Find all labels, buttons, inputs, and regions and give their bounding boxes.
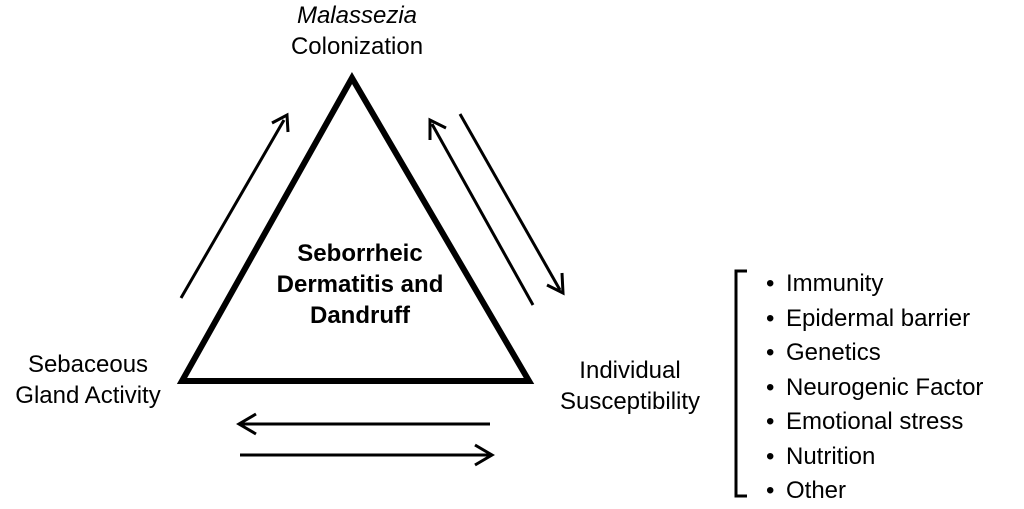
node-malassezia-colonization: Malassezia Colonization [232,0,482,62]
factor-item: Neurogenic Factor [766,371,983,406]
node-sebaceous-line2: Gland Activity [15,382,161,409]
arrow-susceptibility-to-malassezia [428,117,535,306]
factor-item: Emotional stress [766,405,983,440]
node-susceptibility-line1: Individual [579,357,681,384]
factor-item: Other [766,474,983,509]
arrow-malassezia-to-susceptibility [458,113,565,296]
center-condition-title: Seborrheic Dermatitis and Dandruff [245,238,475,331]
node-malassezia-line2: Colonization [290,33,424,60]
center-line2: Dermatitis and [276,271,444,298]
node-susceptibility-line2: Susceptibility [559,388,701,415]
factor-item: Genetics [766,336,983,371]
node-malassezia-line1: Malassezia [296,2,418,29]
node-sebaceous-line1: Sebaceous [27,351,149,378]
factor-item: Immunity [766,267,983,302]
factors-bracket [734,269,747,498]
center-line1: Seborrheic [297,240,423,267]
arrow-sebaceous-to-susceptibility [240,443,495,467]
center-line3: Dandruff [310,302,410,329]
factor-item: Epidermal barrier [766,302,983,337]
node-sebaceous-gland-activity: Sebaceous Gland Activity [0,349,176,411]
arrow-sebaceous-to-malassezia [179,112,290,299]
node-individual-susceptibility: Individual Susceptibility [530,355,730,417]
arrow-susceptibility-to-sebaceous [236,412,490,436]
central-triangle [176,71,535,384]
factor-item: Nutrition [766,440,983,475]
susceptibility-factor-list: Immunity Epidermal barrier Genetics Neur… [766,267,983,509]
